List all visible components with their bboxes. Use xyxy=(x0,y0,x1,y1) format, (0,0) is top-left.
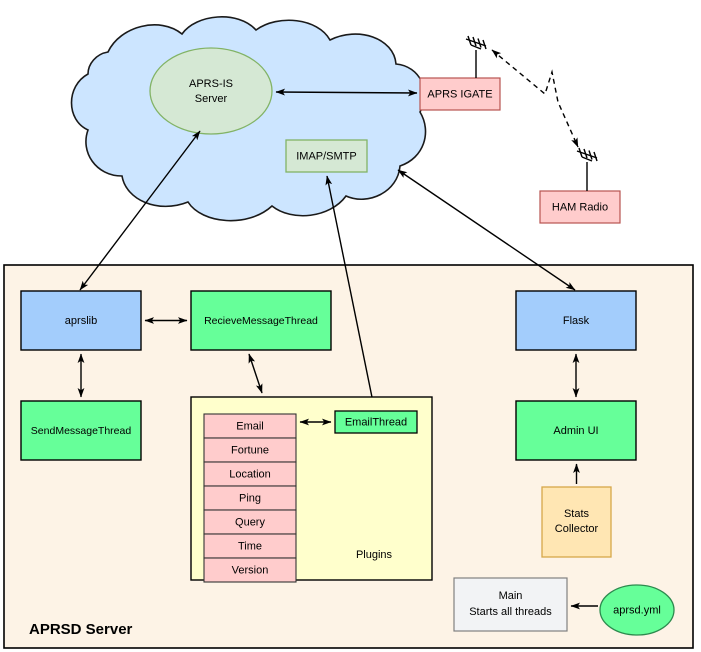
recieve-to-plugins-edge xyxy=(248,353,263,394)
plugin-item-ping[interactable]: Ping xyxy=(203,485,297,511)
recieve-message-thread-label: RecieveMessageThread xyxy=(204,315,318,327)
plugin-item-version[interactable]: Version xyxy=(203,557,297,583)
flask-label: Flask xyxy=(563,315,590,327)
main-label-line2: Starts all threads xyxy=(469,606,552,618)
aprslib-label: aprslib xyxy=(65,315,97,327)
stats-collector-node[interactable]: Stats Collector xyxy=(541,486,612,558)
plugin-item-email[interactable]: Email xyxy=(203,413,297,439)
plugin-item-label: Fortune xyxy=(231,444,269,456)
recieve-message-thread-node[interactable]: RecieveMessageThread xyxy=(190,290,332,351)
imap-smtp-node[interactable]: IMAP/SMTP xyxy=(285,139,368,173)
stats-collector-label-line2: Collector xyxy=(555,523,599,535)
aprs-is-server-node[interactable]: APRS-IS Server xyxy=(149,47,273,135)
email-thread-node[interactable]: EmailThread xyxy=(334,410,418,434)
email-thread-label: EmailThread xyxy=(345,416,407,428)
aprs-is-server-label-line2: Server xyxy=(195,93,228,105)
plugin-item-label: Version xyxy=(232,564,269,576)
igate-antenna-icon xyxy=(465,35,487,78)
flask-node[interactable]: Flask xyxy=(515,290,637,351)
plugin-item-label: Query xyxy=(235,516,265,528)
plugin-item-label: Time xyxy=(238,540,262,552)
igate-to-aprsis-edge xyxy=(275,88,418,97)
ham-radio-label: HAM Radio xyxy=(552,201,608,213)
admin-ui-node[interactable]: Admin UI xyxy=(515,400,637,461)
plugin-item-location[interactable]: Location xyxy=(203,461,297,487)
aprslib-node[interactable]: aprslib xyxy=(20,290,142,351)
imap-smtp-label: IMAP/SMTP xyxy=(296,150,357,162)
cloud-to-flask-edge xyxy=(397,169,576,291)
send-message-thread-node[interactable]: SendMessageThread xyxy=(20,400,142,461)
emailthread-to-imapsmtp-edge xyxy=(325,175,376,413)
ham-radio-node[interactable]: HAM Radio xyxy=(539,190,621,224)
aprs-igate-node[interactable]: APRS IGATE xyxy=(419,77,501,111)
plugin-item-query[interactable]: Query xyxy=(203,509,297,535)
plugin-item-fortune[interactable]: Fortune xyxy=(203,437,297,463)
aprsd-server-title: APRSD Server xyxy=(29,621,133,638)
ham-antenna-icon xyxy=(576,147,598,191)
admin-ui-label: Admin UI xyxy=(553,425,598,437)
main-label-line1: Main xyxy=(499,590,523,602)
plugins-group-label: Plugins xyxy=(356,549,393,561)
stats-collector-label-line1: Stats xyxy=(564,508,590,520)
send-message-thread-label: SendMessageThread xyxy=(31,425,132,437)
plugin-item-label: Ping xyxy=(239,492,261,504)
plugin-item-time[interactable]: Time xyxy=(203,533,297,559)
plugin-item-label: Location xyxy=(229,468,271,480)
aprsis-to-aprslib-edge xyxy=(79,130,201,291)
aprs-igate-label: APRS IGATE xyxy=(427,88,492,100)
aprs-is-server-label-line1: APRS-IS xyxy=(189,78,233,90)
rf-link-edge xyxy=(491,49,579,148)
aprsd-yml-label: aprsd.yml xyxy=(613,604,661,616)
main-node[interactable]: Main Starts all threads xyxy=(453,577,568,632)
plugin-item-label: Email xyxy=(236,420,264,432)
aprsd-yml-node[interactable]: aprsd.yml xyxy=(599,584,675,636)
